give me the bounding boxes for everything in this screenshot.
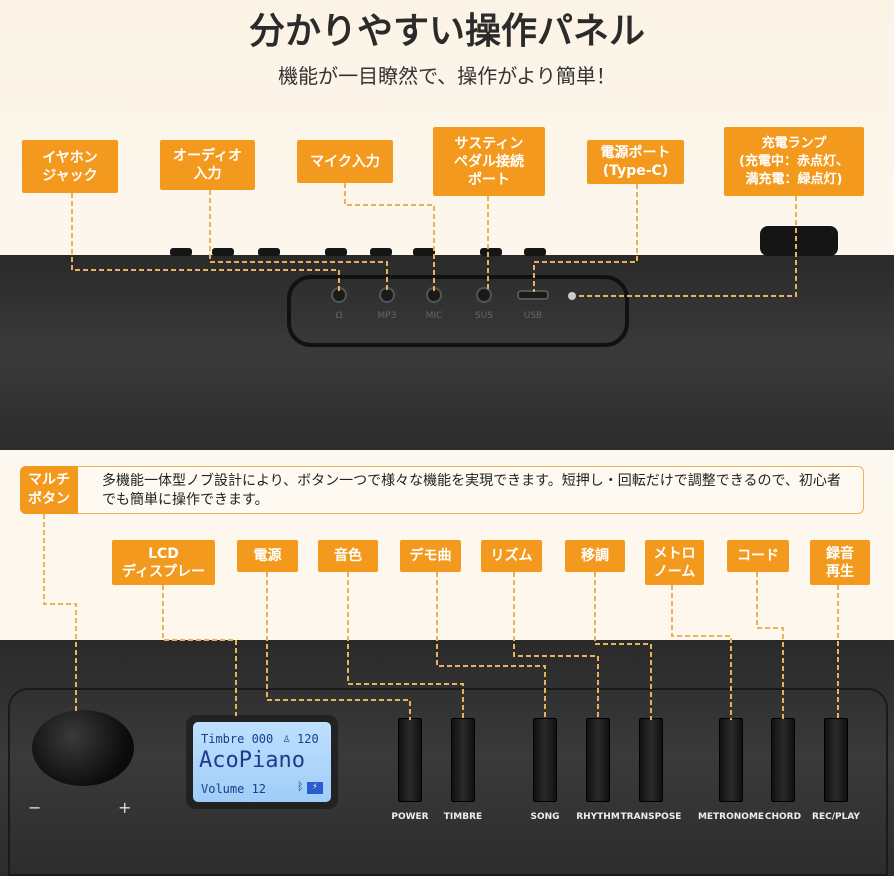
charge-led xyxy=(568,292,576,300)
multi-button-tag: マルチ ボタン xyxy=(20,466,78,514)
multi-button-callout xyxy=(20,466,864,514)
rhythm-button[interactable] xyxy=(586,718,610,802)
multi-knob[interactable] xyxy=(32,710,134,786)
port-label: USB xyxy=(523,311,543,321)
top-panel xyxy=(0,255,894,450)
key-top xyxy=(258,248,280,256)
label-power-port: 電源ポート (Type-C) xyxy=(587,140,684,184)
label-rhythm: リズム xyxy=(481,540,542,572)
knob-minus-label: − xyxy=(28,798,42,817)
port-label: MIC xyxy=(425,311,443,321)
timbre-button[interactable] xyxy=(451,718,475,802)
transpose-button[interactable] xyxy=(639,718,663,802)
key-top xyxy=(170,248,192,256)
knob-plus-label: + xyxy=(118,798,132,817)
label-metronome: メトロ ノーム xyxy=(645,540,704,585)
button-label: REC/PLAY xyxy=(812,812,860,822)
label-song: デモ曲 xyxy=(400,540,461,572)
button-label: RHYTHM xyxy=(576,812,620,822)
label-mic-input: マイク入力 xyxy=(297,140,393,183)
metronome-button[interactable] xyxy=(719,718,743,802)
key-top xyxy=(524,248,546,256)
lcd-timbre: Timbre 000 xyxy=(201,732,274,746)
lcd-volume: Volume 12 xyxy=(201,782,267,796)
label-transpose: 移調 xyxy=(565,540,625,572)
metronome-icon: ♙ xyxy=(283,731,291,745)
label-chord: コード xyxy=(727,540,789,572)
button-label: SONG xyxy=(530,812,560,822)
button-label: METRONOME xyxy=(697,812,765,822)
sustain-jack[interactable] xyxy=(476,287,492,303)
page-subtitle: 機能が一目瞭然で、操作がより簡単！ xyxy=(278,64,616,88)
label-charge-lamp: 充電ランプ (充電中：赤点灯、 満充電：緑点灯) xyxy=(724,127,864,196)
bottom-panel xyxy=(0,640,894,876)
button-label: POWER xyxy=(391,812,429,822)
battery-charging-icon: ⚡ xyxy=(307,782,323,794)
bluetooth-icon: ᛒ xyxy=(297,780,304,793)
port-panel xyxy=(287,275,629,347)
label-rec-play: 録音 再生 xyxy=(810,540,870,585)
port-label: MP3 xyxy=(377,311,397,321)
control-bezel xyxy=(8,688,888,876)
song-button[interactable] xyxy=(533,718,557,802)
button-label: TIMBRE xyxy=(443,812,483,822)
page-title: 分かりやすい操作パネル xyxy=(248,11,645,52)
lcd-display: Timbre 000 120 ♙ AcoPiano Volume 12 ᛒ ⚡ xyxy=(186,715,338,809)
label-audio-input: オーディオ 入力 xyxy=(160,140,255,190)
label-lcd: LCD ディスプレー xyxy=(112,540,215,585)
lcd-voice-name: AcoPiano xyxy=(199,748,305,773)
lcd-tempo: 120 xyxy=(297,732,319,746)
label-sustain-port: サスティン ペダル接続 ポート xyxy=(433,127,545,196)
key-top xyxy=(370,248,392,256)
power-button[interactable] xyxy=(398,718,422,802)
label-timbre: 音色 xyxy=(318,540,378,572)
multi-button-description: 多機能一体型ノブ設計により、ボタン一つで様々な機能を実現できます。短押し・回転だ… xyxy=(102,473,841,508)
volume-knob-top xyxy=(760,226,838,256)
key-top xyxy=(212,248,234,256)
port-label: SUS xyxy=(474,311,493,321)
key-top xyxy=(325,248,347,256)
key-top xyxy=(480,248,502,256)
label-headphone-jack: イヤホン ジャック xyxy=(22,140,118,193)
button-label: TRANSPOSE xyxy=(620,812,682,822)
label-power: 電源 xyxy=(237,540,298,572)
rec-play-button[interactable] xyxy=(824,718,848,802)
port-label: Ω xyxy=(335,311,343,321)
button-label: CHORD xyxy=(764,812,802,822)
chord-button[interactable] xyxy=(771,718,795,802)
key-top xyxy=(413,248,435,256)
